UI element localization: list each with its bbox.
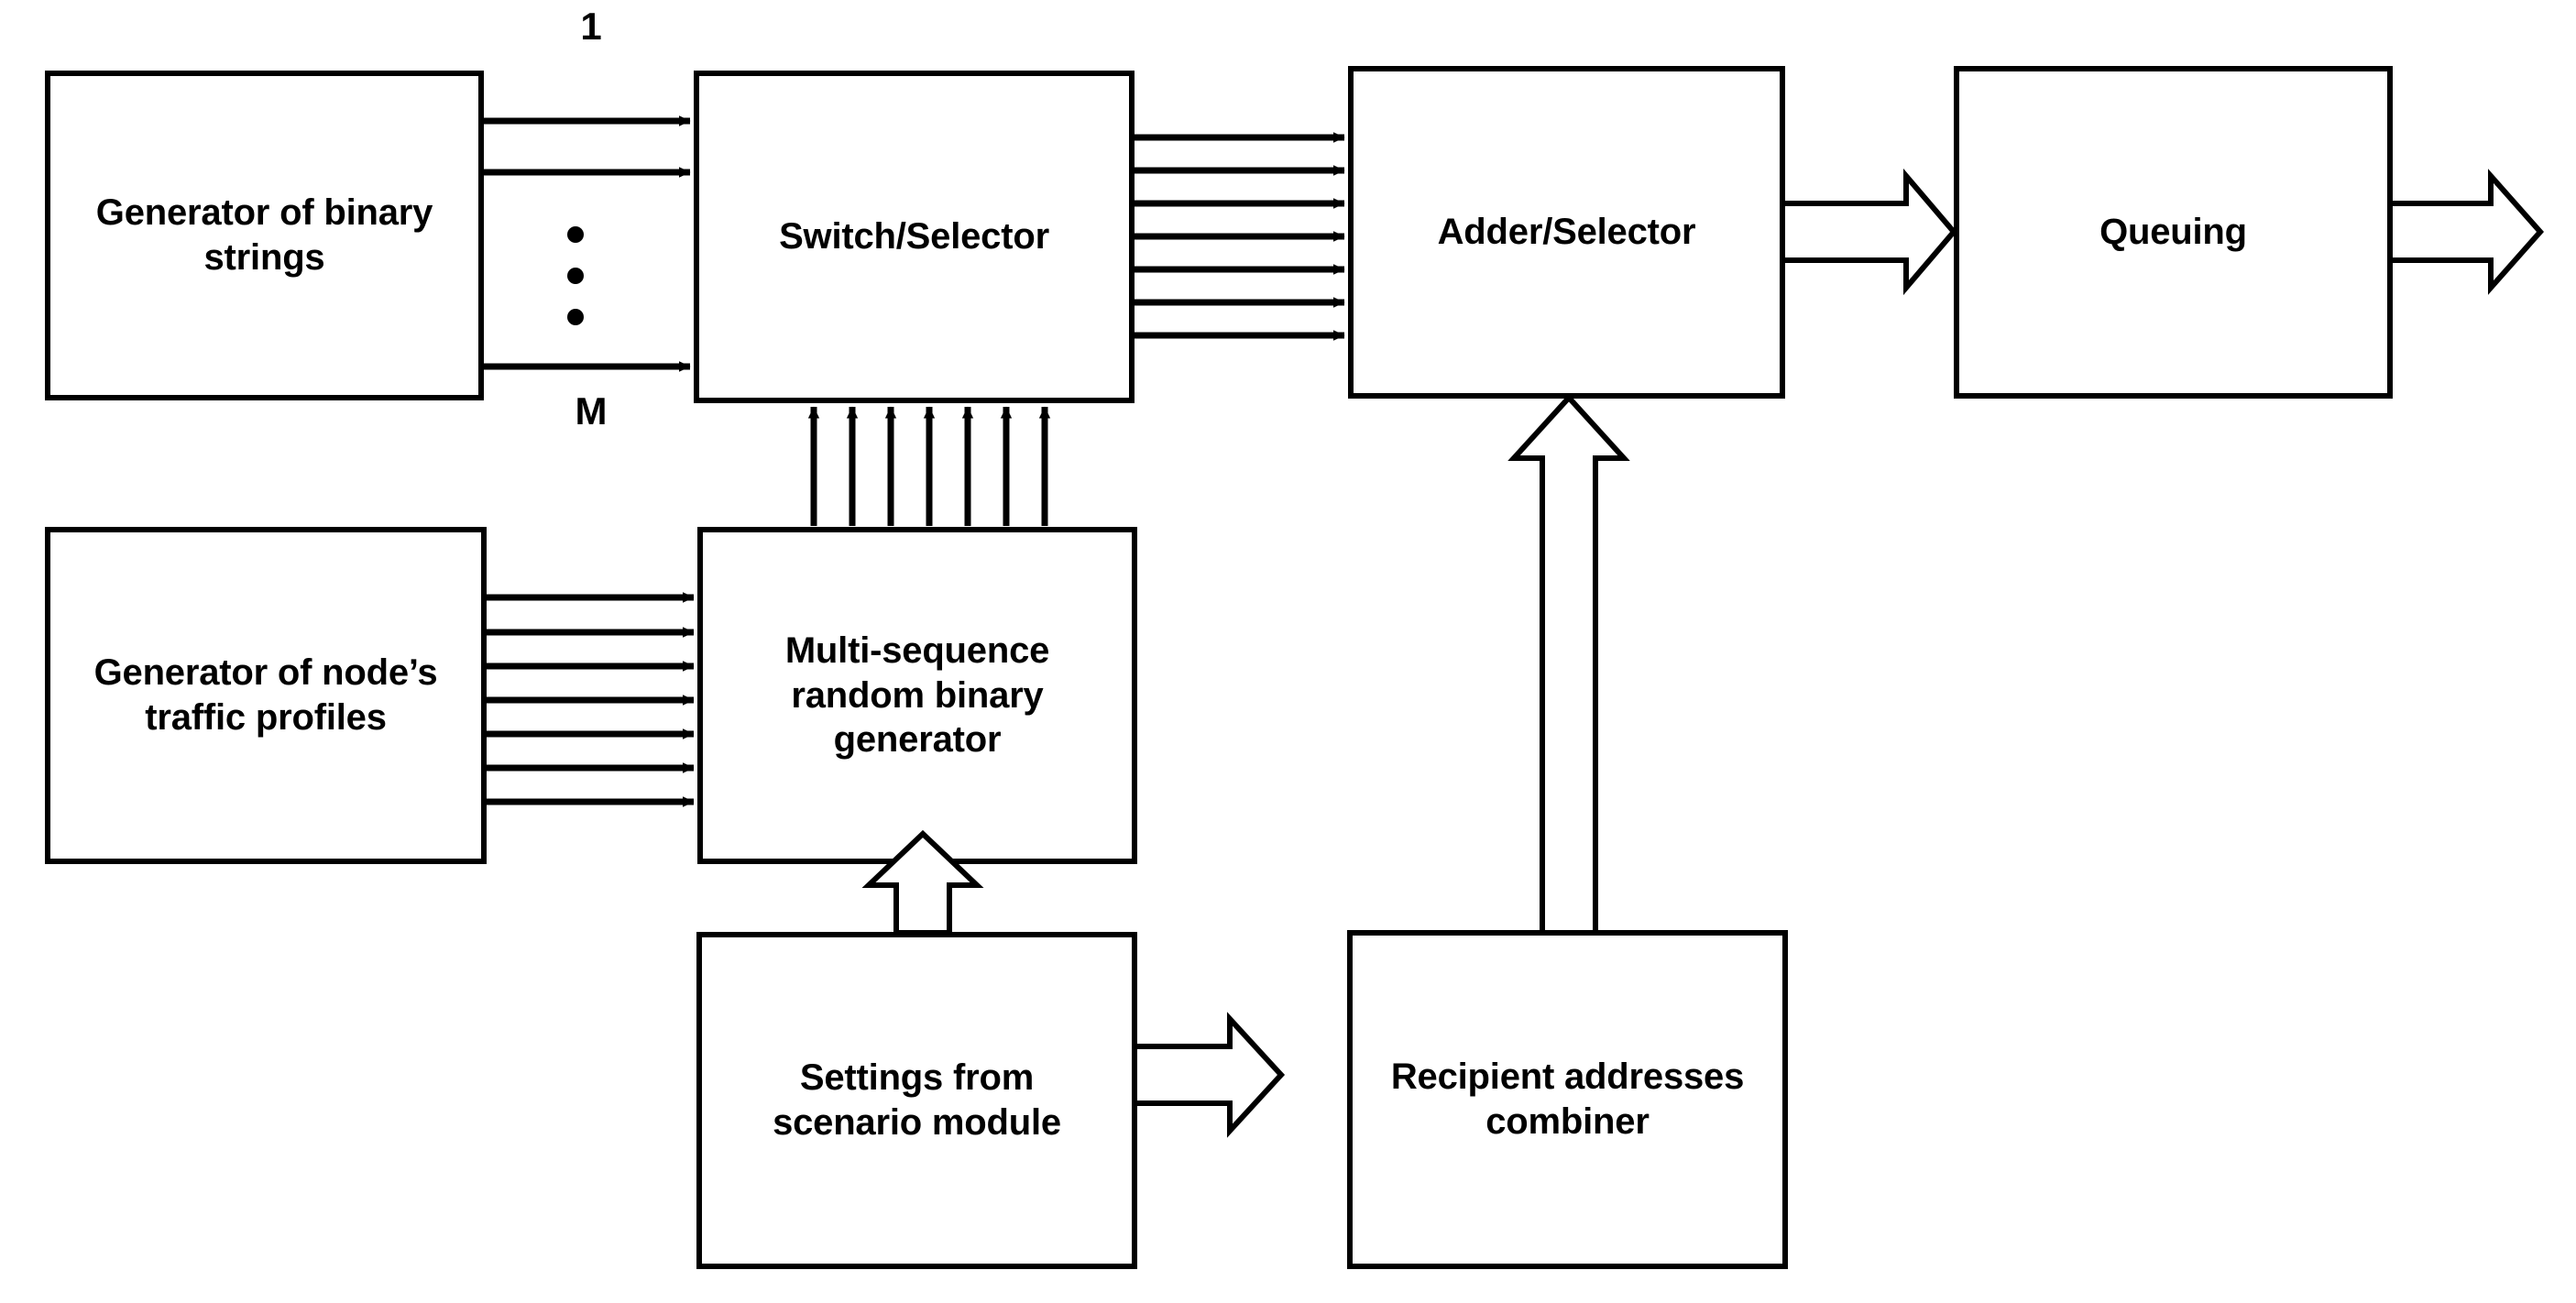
block-recipient-addresses-combiner[interactable] [1347,930,1788,1269]
connector-queuing-output [2387,169,2545,295]
channel-ellipsis [567,226,584,325]
connector-traffic-profiles-to-multi-sequence [484,592,695,807]
connector-binary-strings-to-switch [481,115,691,372]
block-switch-selector[interactable] [694,71,1135,403]
block-generator-of-binary-strings[interactable] [45,71,484,400]
connector-recipient-combiner-to-adder [1507,393,1630,936]
block-generator-of-nodes-traffic-profiles[interactable] [45,527,487,864]
connector-settings-to-recipient-combiner [1132,1012,1286,1138]
block-queuing[interactable] [1954,66,2393,399]
block-multi-sequence-random-binary-generator[interactable] [697,527,1137,864]
connector-settings-to-multi-sequence [861,829,984,936]
connector-multi-sequence-to-switch [807,406,1051,526]
block-adder-selector[interactable] [1348,66,1785,399]
block-settings-from-scenario-module[interactable] [696,932,1137,1269]
connector-adder-to-queuing [1780,168,1957,296]
connector-switch-to-adder [1132,132,1345,341]
